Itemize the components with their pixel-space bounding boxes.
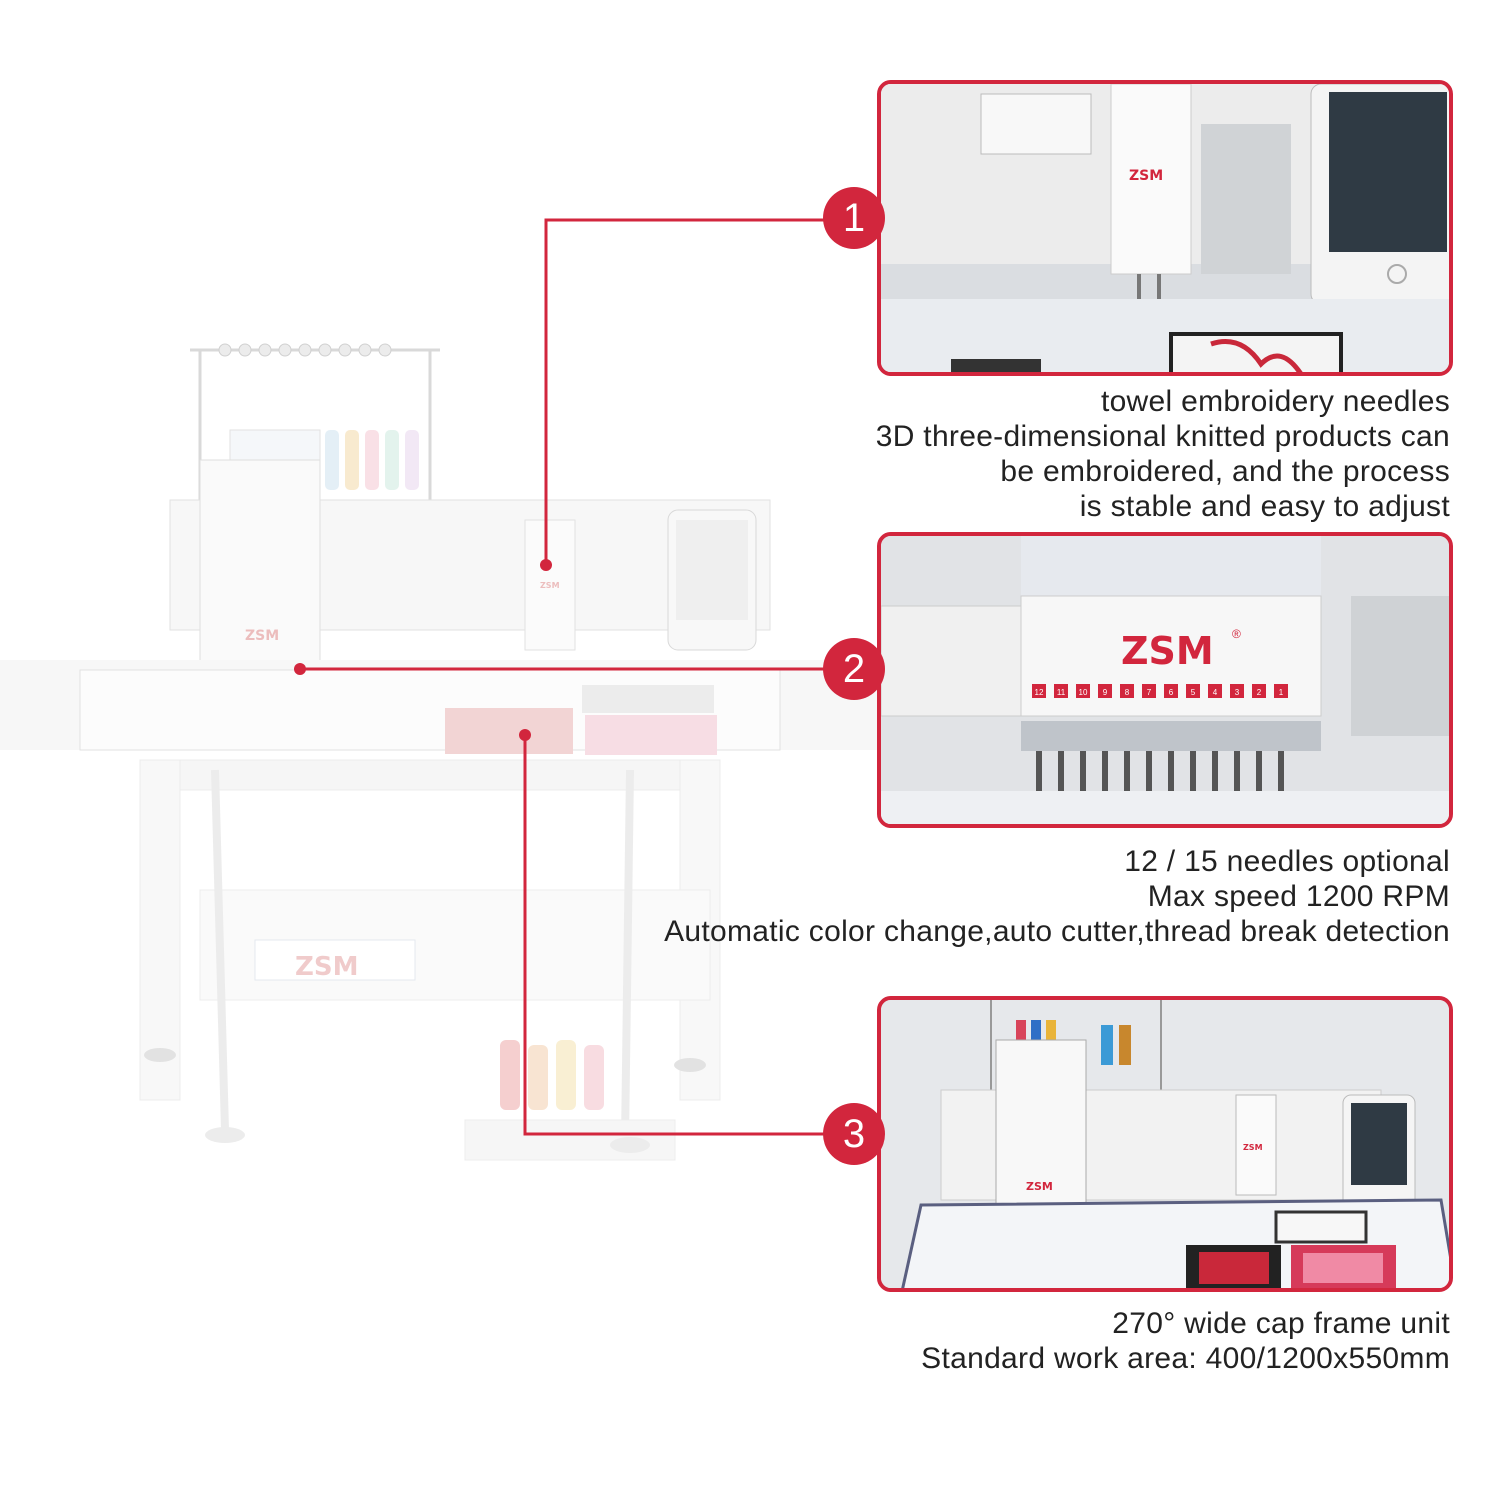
needle-tag-10 bbox=[1076, 684, 1090, 698]
callout-dot-1 bbox=[540, 559, 552, 571]
needle-head-closeup-image: ZSM ® 12 11 10 9 8 7 6 5 4 3 2 1 bbox=[881, 536, 1449, 824]
caption-1-line-3: be embroidered, and the process bbox=[1000, 455, 1450, 488]
needle-number-11: 11 bbox=[1057, 688, 1066, 697]
cap-frame-unit-image: ZSM ZSM bbox=[881, 1000, 1449, 1288]
svg-text:ZSM: ZSM bbox=[540, 581, 560, 590]
callout-caption-2: 12 / 15 needles optional Max speed 1200 … bbox=[664, 844, 1450, 949]
needle-number-12: 12 bbox=[1035, 688, 1044, 697]
svg-text:®: ® bbox=[1232, 627, 1241, 641]
needle-number-1: 1 bbox=[1279, 688, 1284, 697]
caption-2-line-3: Automatic color change,auto cutter,threa… bbox=[664, 915, 1450, 948]
callout-badge-3: 3 bbox=[823, 1103, 885, 1165]
callout-connectors bbox=[294, 218, 850, 1136]
needle-number-10: 10 bbox=[1079, 688, 1088, 697]
needle-number-9: 9 bbox=[1103, 688, 1108, 697]
needle-number-7: 7 bbox=[1147, 688, 1152, 697]
svg-text:ZSM: ZSM bbox=[1026, 1180, 1053, 1193]
needle-tag-6 bbox=[1164, 684, 1178, 698]
needle-tag-9 bbox=[1098, 684, 1112, 698]
caption-3-line-2: Standard work area: 400/1200x550mm bbox=[921, 1342, 1450, 1375]
callout-dot-2 bbox=[294, 663, 306, 675]
needle-tag-7 bbox=[1142, 684, 1156, 698]
needle-tag-11 bbox=[1054, 684, 1068, 698]
callout-caption-1: towel embroidery needles 3D three-dimens… bbox=[876, 384, 1450, 524]
needle-tag-4 bbox=[1208, 684, 1222, 698]
needle-tag-2 bbox=[1252, 684, 1266, 698]
callout-caption-3: 270° wide cap frame unit Standard work a… bbox=[921, 1306, 1450, 1376]
callout-badge-1: 1 bbox=[823, 187, 885, 249]
svg-text:ZSM: ZSM bbox=[245, 628, 279, 644]
needle-tag-3 bbox=[1230, 684, 1244, 698]
needle-number-3: 3 bbox=[1235, 688, 1240, 697]
svg-text:ZSM: ZSM bbox=[1129, 168, 1163, 184]
callout-dot-3 bbox=[519, 729, 531, 741]
callout-badge-2: 2 bbox=[823, 638, 885, 700]
caption-1-line-4: is stable and easy to adjust bbox=[1079, 490, 1450, 523]
detail-photo-3: ZSM ZSM bbox=[877, 996, 1453, 1292]
needle-number-4: 4 bbox=[1213, 688, 1218, 697]
svg-text:ZSM: ZSM bbox=[1243, 1143, 1263, 1152]
towel-needle-closeup-image: ZSM bbox=[881, 84, 1449, 372]
caption-3-line-1: 270° wide cap frame unit bbox=[1112, 1307, 1450, 1340]
caption-1-line-1: towel embroidery needles bbox=[1100, 385, 1450, 418]
svg-text:ZSM: ZSM bbox=[1121, 629, 1214, 673]
caption-2-line-2: Max speed 1200 RPM bbox=[1147, 880, 1450, 913]
needle-number-tags: 12 11 10 9 8 7 6 5 4 3 2 1 bbox=[1032, 684, 1288, 698]
needle-number-2: 2 bbox=[1257, 688, 1262, 697]
needle-tag-12 bbox=[1032, 684, 1046, 698]
detail-photo-2: ZSM ® 12 11 10 9 8 7 6 5 4 3 2 1 bbox=[877, 532, 1453, 828]
detail-photo-1: ZSM bbox=[877, 80, 1453, 376]
embroidery-machine-illustration: ZSM ZSM ZSM bbox=[0, 343, 880, 1161]
needle-number-6: 6 bbox=[1169, 688, 1174, 697]
caption-1-line-2: 3D three-dimensional knitted products ca… bbox=[875, 420, 1450, 453]
needle-number-5: 5 bbox=[1191, 688, 1196, 697]
needle-tag-5 bbox=[1186, 684, 1200, 698]
needle-tag-1 bbox=[1274, 684, 1288, 698]
caption-2-line-1: 12 / 15 needles optional bbox=[1124, 845, 1450, 878]
needle-tag-8 bbox=[1120, 684, 1134, 698]
needle-number-8: 8 bbox=[1125, 688, 1130, 697]
svg-text:ZSM: ZSM bbox=[295, 952, 358, 982]
